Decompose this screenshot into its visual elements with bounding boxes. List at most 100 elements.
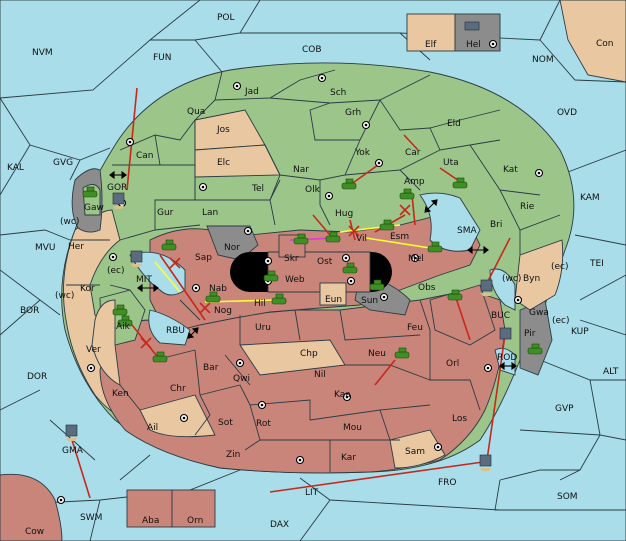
tank-icon [112,304,128,316]
ship-icon [499,327,512,340]
label-ec-gwa: (ec) [552,316,570,326]
label-rot: Rot [256,419,271,429]
tank-icon [379,219,395,231]
label-nor: Nor [224,243,240,253]
region-elf[interactable] [406,13,456,52]
label-kam: KAM [580,193,600,203]
label-uta: Uta [443,158,459,168]
label-alt: ALT [603,367,619,377]
label-olk: Olk [305,185,321,195]
land-borders [66,69,561,472]
label-buc: BUC [491,311,510,321]
label-fun: FUN [153,53,172,63]
supply-center-icon [410,253,420,263]
sea-mit[interactable] [129,251,186,296]
label-nvm: NVM [32,48,53,58]
label-elf: Elf [425,40,437,50]
sea-sma[interactable] [419,192,481,252]
supply-center-icon [483,363,493,373]
label-mit: MIT [136,275,152,285]
tank-icon [325,231,341,243]
label-tei: TEI [589,259,604,269]
supply-center-icon [198,182,208,192]
supply-center-icon [361,120,371,130]
supply-center-icon [317,73,327,83]
label-yok: Yok [354,148,371,158]
region-eun[interactable] [319,282,347,306]
label-pir: Pir [524,329,536,339]
label-mel: Mel [408,254,424,264]
label-hil: Hil [254,299,266,309]
label-nil: Nil [314,370,326,380]
label-bar: Bar [203,363,219,373]
label-ken: Ken [112,389,129,399]
ship-icon [479,454,492,471]
tank-icon [341,178,357,190]
label-kal: KAL [7,163,24,173]
label-hug: Hug [335,209,353,219]
tank-icon [399,188,415,200]
region-sam[interactable] [389,429,446,469]
supply-center-icon [191,283,201,293]
label-qwi: Qwi [233,374,250,384]
dislodged-marks [140,204,411,349]
red-cross-icon [140,337,152,349]
label-ec-byn: (ec) [551,262,569,272]
region-orn[interactable] [171,489,216,528]
label-kup: KUP [571,327,589,337]
label-gor: GOR [107,183,127,193]
supply-center-icon [108,252,118,262]
red-cross-icon [199,302,211,314]
supply-center-icon [179,413,189,423]
tank-icon [369,279,385,291]
red-cross-icon [399,204,411,216]
region-aba[interactable] [126,489,173,528]
supply-center-icon [86,363,96,373]
label-orl: Orl [446,359,459,369]
label-pol: POL [217,13,235,23]
tank-icon [427,241,443,253]
supply-center-icon [341,253,351,263]
label-hel: Hel [466,40,481,50]
label-grh: Grh [345,108,361,118]
label-car: Car [405,148,421,158]
label-bri: Bri [490,220,502,230]
supply-center-icon [295,455,305,465]
label-cow: Cow [25,527,44,537]
label-byn: Byn [523,274,540,284]
label-con: Con [596,39,614,49]
region-cow[interactable] [0,473,63,541]
label-lit: LIT [305,488,319,498]
label-aba: Aba [142,516,159,526]
supply-center-icon [374,158,384,168]
tank-icon [394,347,410,359]
supply-center-icon [534,168,544,178]
label-gvg: GVG [53,158,73,168]
label-fro: FRO [438,478,457,488]
label-aik: Aik [116,322,131,332]
region-ver[interactable] [91,299,121,386]
label-gwa: Gwa [529,308,549,318]
label-los: Los [452,414,467,424]
label-ovd: OVD [557,108,577,118]
label-vil: Vil [356,234,367,244]
label-chr: Chr [170,384,186,394]
label-jos: Jos [216,125,230,135]
label-sun: Sun [361,296,378,306]
label-ail: Ail [147,423,158,433]
label-chp: Chp [300,349,318,359]
region-con[interactable] [559,0,626,83]
units [65,21,543,471]
label-wc-kor: (wc) [55,291,74,301]
label-tel: Tel [251,184,264,194]
label-uru: Uru [255,323,271,333]
label-gur: Gur [157,208,174,218]
region-ail[interactable] [139,394,216,438]
region-byn[interactable] [514,239,564,311]
sea-rbu[interactable] [148,309,191,346]
tank-icon [452,177,468,189]
label-wc-her: (wc) [60,217,79,227]
label-kat: Kat [503,165,518,175]
supply-center-icon [346,276,356,286]
label-feu: Feu [407,323,423,333]
